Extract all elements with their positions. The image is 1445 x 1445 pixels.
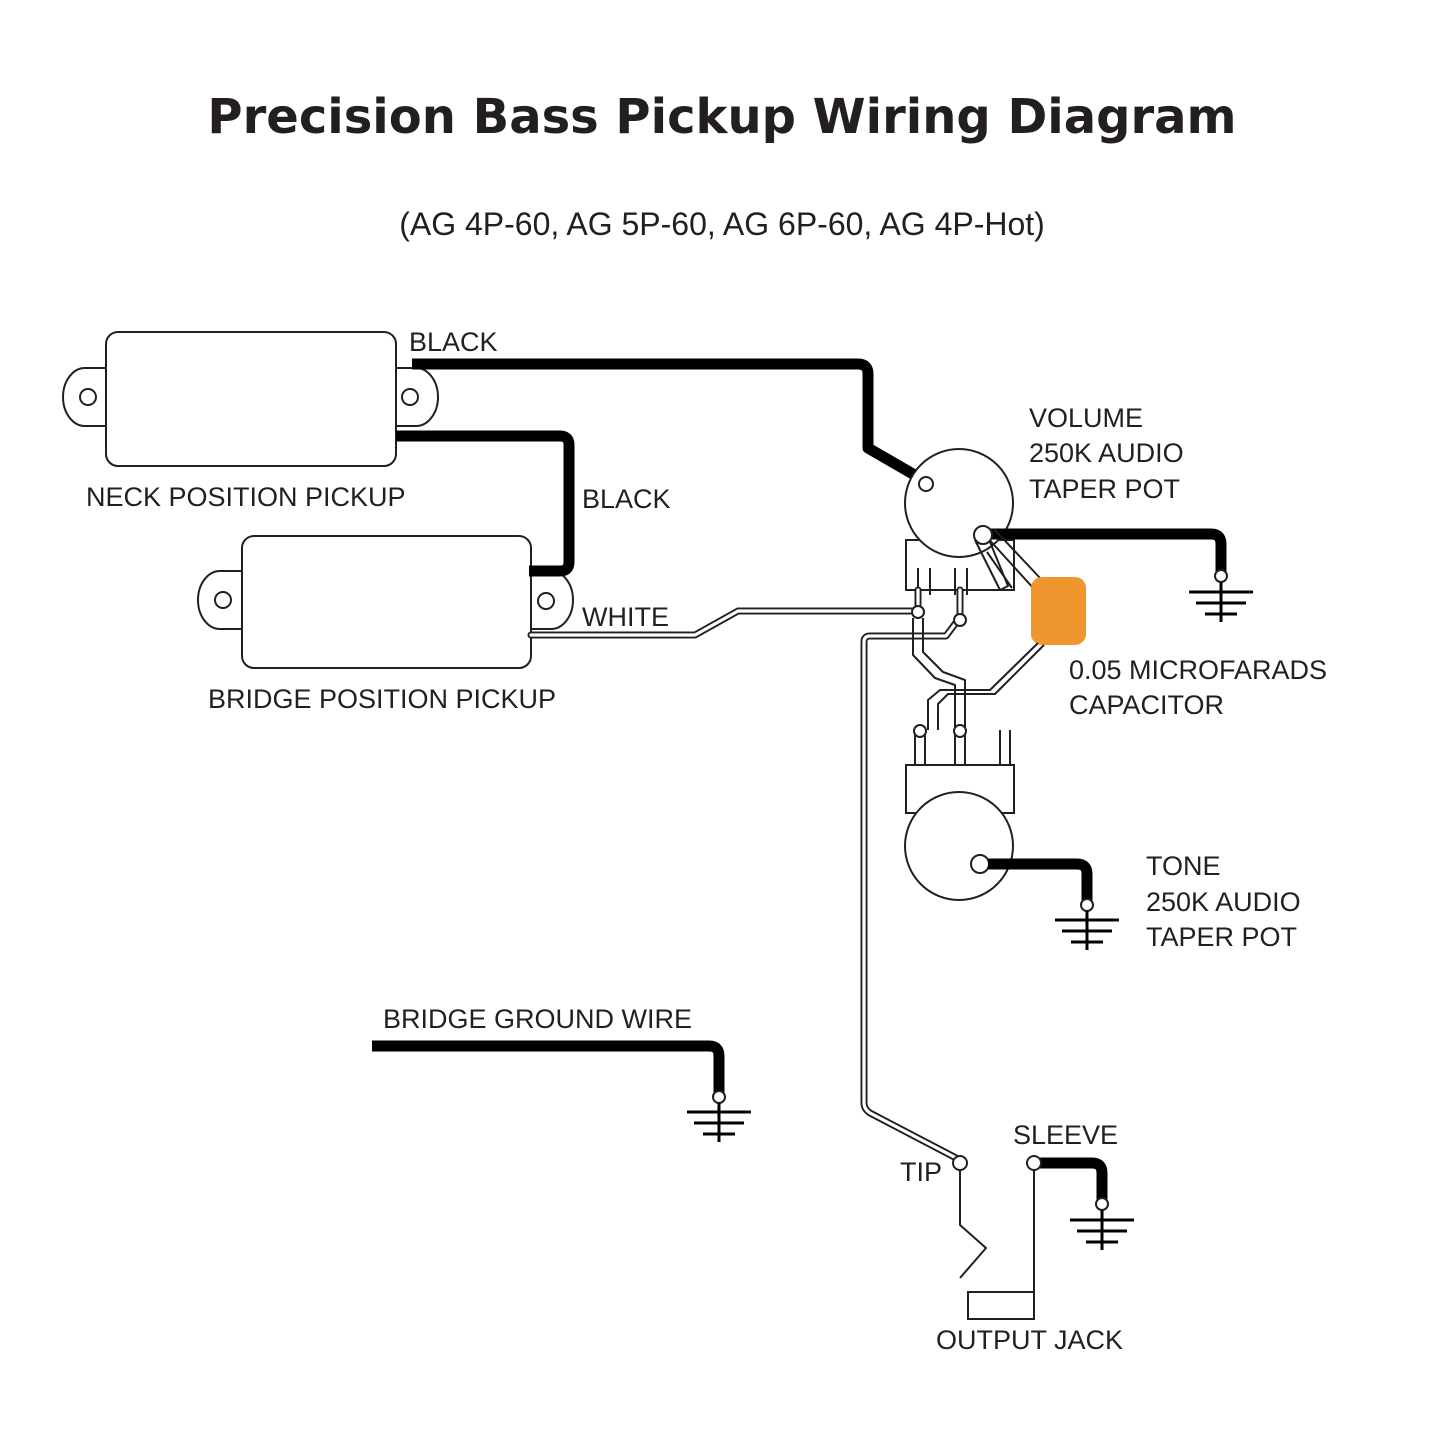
page-title: Precision Bass Pickup Wiring Diagram bbox=[207, 89, 1236, 145]
hot-wire-to-tip bbox=[860, 616, 964, 1164]
label-white: WHITE bbox=[582, 602, 669, 632]
black-wire-neck-to-bridge bbox=[396, 430, 575, 577]
tone-pot bbox=[904, 724, 1015, 901]
ground-symbol-bridge bbox=[687, 1090, 751, 1142]
ground-symbol-sleeve bbox=[1070, 1197, 1134, 1250]
white-wire bbox=[527, 607, 922, 639]
volume-pot bbox=[904, 448, 1015, 595]
label-tone-line3: TAPER POT bbox=[1146, 922, 1297, 952]
label-tip: TIP bbox=[900, 1157, 942, 1187]
label-capacitor-line2: CAPACITOR bbox=[1069, 690, 1224, 720]
label-volume-line1: VOLUME bbox=[1029, 403, 1143, 433]
label-bridge-ground: BRIDGE GROUND WIRE bbox=[383, 1004, 692, 1034]
label-neck-pickup: NECK POSITION PICKUP bbox=[86, 482, 406, 512]
ground-symbol-tone bbox=[1055, 898, 1119, 950]
bridge-ground-wire bbox=[372, 1040, 725, 1094]
page-subtitle: (AG 4P-60, AG 5P-60, AG 6P-60, AG 4P-Hot… bbox=[399, 206, 1045, 242]
label-bridge-pickup: BRIDGE POSITION PICKUP bbox=[208, 684, 556, 714]
label-capacitor-line1: 0.05 MICROFARADS bbox=[1069, 655, 1327, 685]
volume-to-tone-link bbox=[912, 618, 966, 730]
black-wire-neck-to-volume bbox=[412, 358, 928, 486]
label-volume-line2: 250K AUDIO bbox=[1029, 438, 1184, 468]
label-black-mid: BLACK bbox=[582, 484, 671, 514]
label-black-top: BLACK bbox=[409, 327, 498, 357]
neck-pickup bbox=[62, 331, 439, 467]
capacitor bbox=[1031, 577, 1086, 645]
bridge-pickup bbox=[197, 535, 574, 669]
label-output-jack: OUTPUT JACK bbox=[936, 1325, 1123, 1355]
label-tone-line1: TONE bbox=[1146, 851, 1221, 881]
tone-ground-wire bbox=[988, 858, 1093, 905]
label-tone-line2: 250K AUDIO bbox=[1146, 887, 1301, 917]
capacitor-lead bbox=[927, 642, 1045, 730]
sleeve-ground-wire bbox=[1026, 1155, 1108, 1200]
ground-symbol-volume bbox=[1189, 569, 1253, 622]
label-sleeve: SLEEVE bbox=[1013, 1120, 1118, 1150]
label-volume-line3: TAPER POT bbox=[1029, 474, 1180, 504]
volume-lug-to-capacitor bbox=[984, 528, 1041, 591]
volume-ground-wire bbox=[985, 528, 1227, 580]
volume-wiper-lead bbox=[974, 539, 1009, 591]
output-jack bbox=[952, 1155, 1035, 1320]
